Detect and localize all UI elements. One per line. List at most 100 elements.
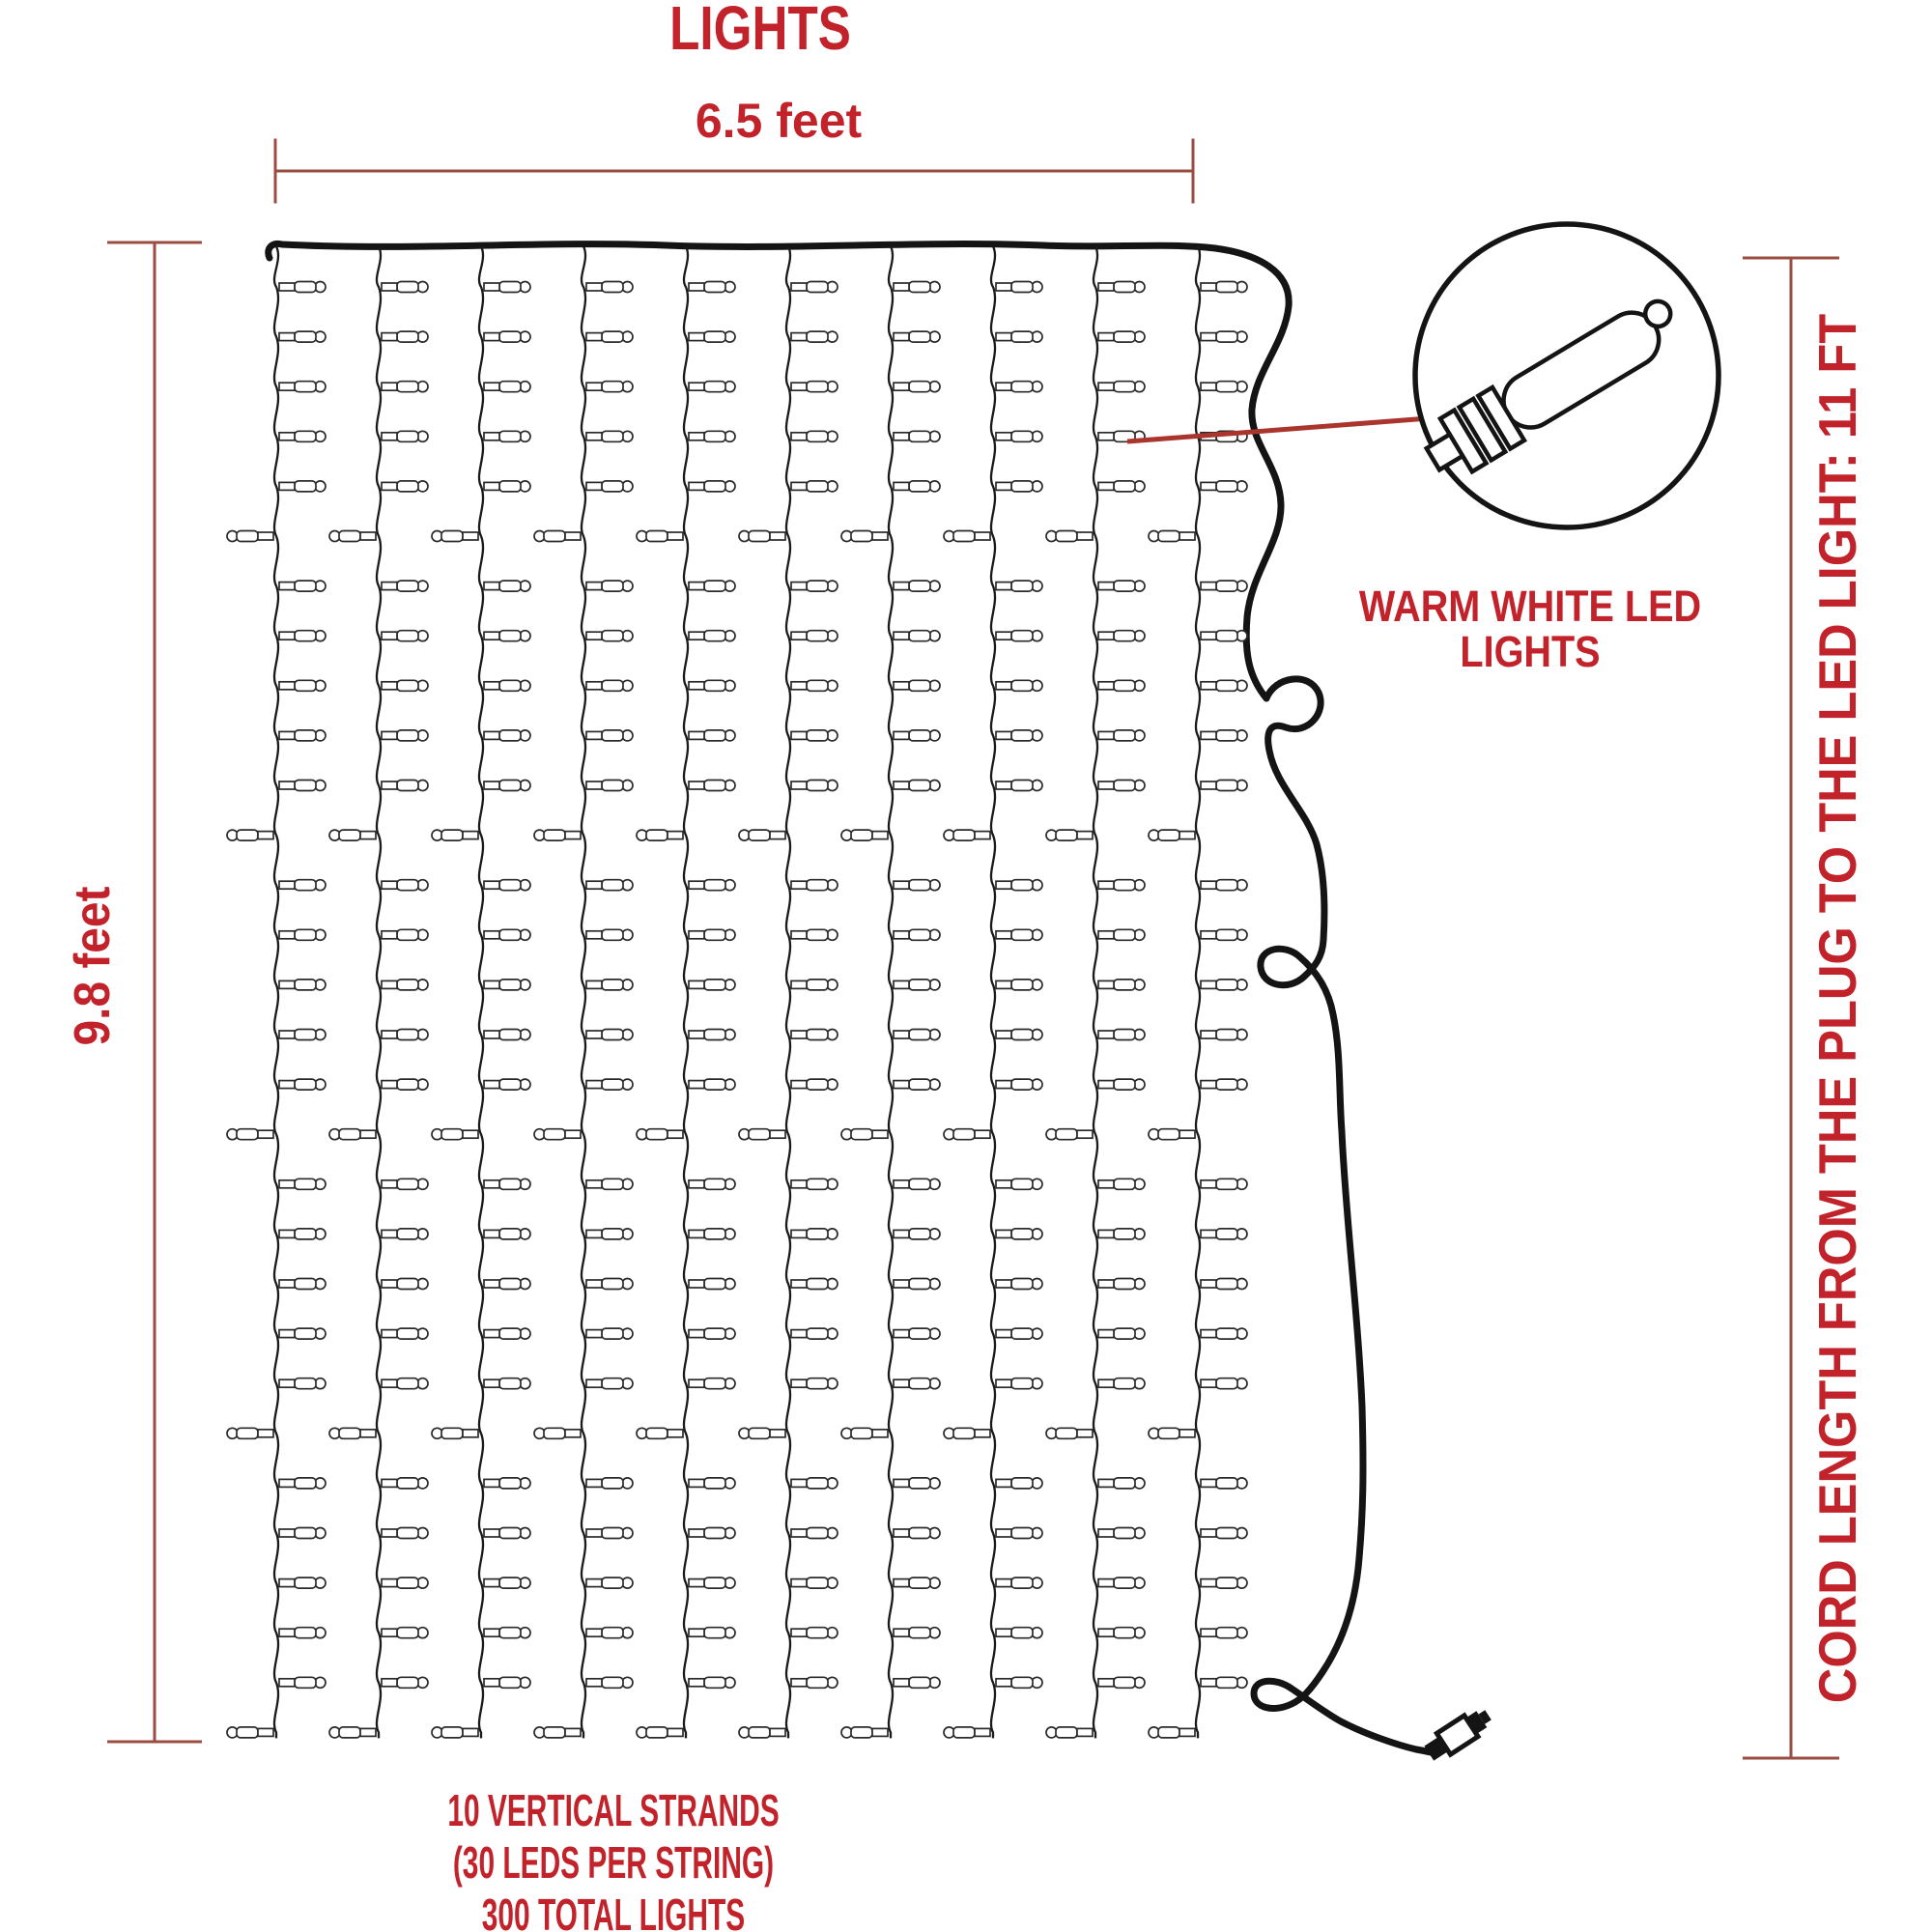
led-bulb-icon (585, 1377, 634, 1390)
led-bulb-icon (893, 330, 941, 343)
led-bulb-icon (688, 1676, 736, 1690)
led-bulb-icon (328, 1726, 377, 1739)
led-bulb-icon (943, 1726, 991, 1739)
led-bulb-icon (995, 729, 1043, 742)
led-bulb-icon (636, 1127, 684, 1141)
led-bulb-icon (1200, 1676, 1248, 1690)
led-bulb-icon (893, 430, 941, 443)
led-bulb-icon (585, 1178, 634, 1191)
led-bulb-icon (533, 1427, 582, 1440)
led-bulb-icon (483, 380, 531, 393)
led-bulb-icon (790, 580, 838, 592)
led-bulb-icon (278, 779, 327, 792)
led-bulb-icon (636, 1726, 684, 1739)
led-bulb-icon (1097, 1228, 1146, 1240)
led-bulb-icon (688, 928, 736, 942)
led-bulb-icon (431, 1127, 479, 1141)
led-bulb-icon (585, 779, 634, 792)
led-bulb-icon (1200, 979, 1248, 991)
strand-summary-text: 10 VERTICAL STRANDS (30 LEDS PER STRING)… (447, 1784, 779, 1932)
led-bulb-icon (790, 629, 838, 642)
led-bulb-icon (278, 1577, 327, 1589)
led-bulb-icon (585, 1676, 634, 1690)
led-bulb-icon (381, 1078, 429, 1091)
led-bulb-icon (1097, 480, 1146, 493)
led-bulb-icon (790, 1078, 838, 1091)
led-bulb-icon (585, 1577, 634, 1589)
led-bulb-icon (278, 1477, 327, 1490)
led-bulb-icon (1097, 1377, 1146, 1390)
led-bulb-icon (381, 1277, 429, 1291)
led-bulb-icon (995, 878, 1043, 892)
led-bulb-icon (995, 1477, 1043, 1490)
light-strand (989, 245, 997, 1739)
led-bulb-icon (1148, 529, 1196, 543)
led-bulb-icon (1045, 1127, 1094, 1141)
led-bulb-icon (893, 779, 941, 792)
led-bulb-icon (893, 1676, 941, 1690)
led-bulb-icon (790, 1028, 838, 1041)
led-bulb-icon (381, 1228, 429, 1240)
led-bulb-icon (688, 1477, 736, 1490)
led-bulb-icon (585, 1477, 634, 1490)
led-bulb-icon (840, 829, 889, 841)
led-bulb-icon (483, 1626, 531, 1639)
led-bulb-icon (995, 679, 1043, 693)
led-bulb-icon (431, 1726, 479, 1739)
led-bulb-icon (995, 928, 1043, 942)
led-bulb-icon (278, 1327, 327, 1340)
led-bulb-icon (1200, 1526, 1248, 1540)
led-bulb-icon (278, 679, 327, 693)
led-bulb-icon (893, 1577, 941, 1589)
led-bulb-icon (431, 829, 479, 841)
led-bulb-icon (381, 1477, 429, 1490)
led-bulb-icon (278, 330, 327, 343)
led-bulb-icon (1097, 430, 1146, 443)
led-bulb-icon (278, 1377, 327, 1390)
led-bulb-icon (995, 1078, 1043, 1091)
led-bulb-icon (1097, 1577, 1146, 1589)
led-bulb-icon (585, 979, 634, 991)
strand-summary-line2: (30 LEDS PER STRING) (452, 1837, 775, 1888)
led-bulb-icon (226, 829, 274, 841)
led-bulb-icon (688, 729, 736, 742)
led-bulb-icon (381, 1577, 429, 1589)
led-bulb-icon (1097, 1277, 1146, 1291)
led-bulb-icon (585, 380, 634, 393)
led-bulb-icon (431, 529, 479, 543)
led-bulb-icon (483, 928, 531, 942)
led-bulb-icon (1097, 629, 1146, 642)
led-bulb-icon (533, 829, 582, 841)
light-strand (784, 245, 792, 1739)
led-bulb-icon (483, 1078, 531, 1091)
led-bulb-icon (790, 979, 838, 991)
led-bulb-icon (278, 1626, 327, 1639)
led-bulb-icon (995, 380, 1043, 393)
led-bulb-icon (585, 430, 634, 443)
warm-white-led-label-line2: LIGHTS (1460, 627, 1601, 676)
cord-length-label: CORD LENGTH FROM THE PLUG TO THE LED LIG… (1807, 313, 1867, 1704)
led-bulb-detail (1423, 298, 1673, 475)
led-bulb-icon (738, 1427, 786, 1440)
led-bulb-icon (995, 280, 1043, 294)
led-bulb-icon (893, 979, 941, 991)
page-title: LIGHTS (669, 0, 851, 63)
led-bulb-icon (995, 1626, 1043, 1639)
led-bulb-icon (995, 1228, 1043, 1240)
led-bulb-icon (840, 1127, 889, 1141)
led-bulb-icon (1148, 1127, 1196, 1141)
led-bulb-icon (688, 1028, 736, 1041)
led-bulb-icon (381, 1327, 429, 1340)
led-bulb-icon (688, 1178, 736, 1191)
led-bulb-icon (1200, 1477, 1248, 1490)
led-bulb-icon (381, 629, 429, 642)
led-bulb-icon (790, 878, 838, 892)
led-bulb-icon (893, 878, 941, 892)
led-bulb-icon (226, 529, 274, 543)
led-bulb-icon (585, 1526, 634, 1540)
led-bulb-icon (790, 480, 838, 493)
led-bulb-icon (585, 1626, 634, 1639)
led-bulb-icon (585, 1277, 634, 1291)
led-bulb-icon (533, 529, 582, 543)
led-bulb-icon (226, 1127, 274, 1141)
